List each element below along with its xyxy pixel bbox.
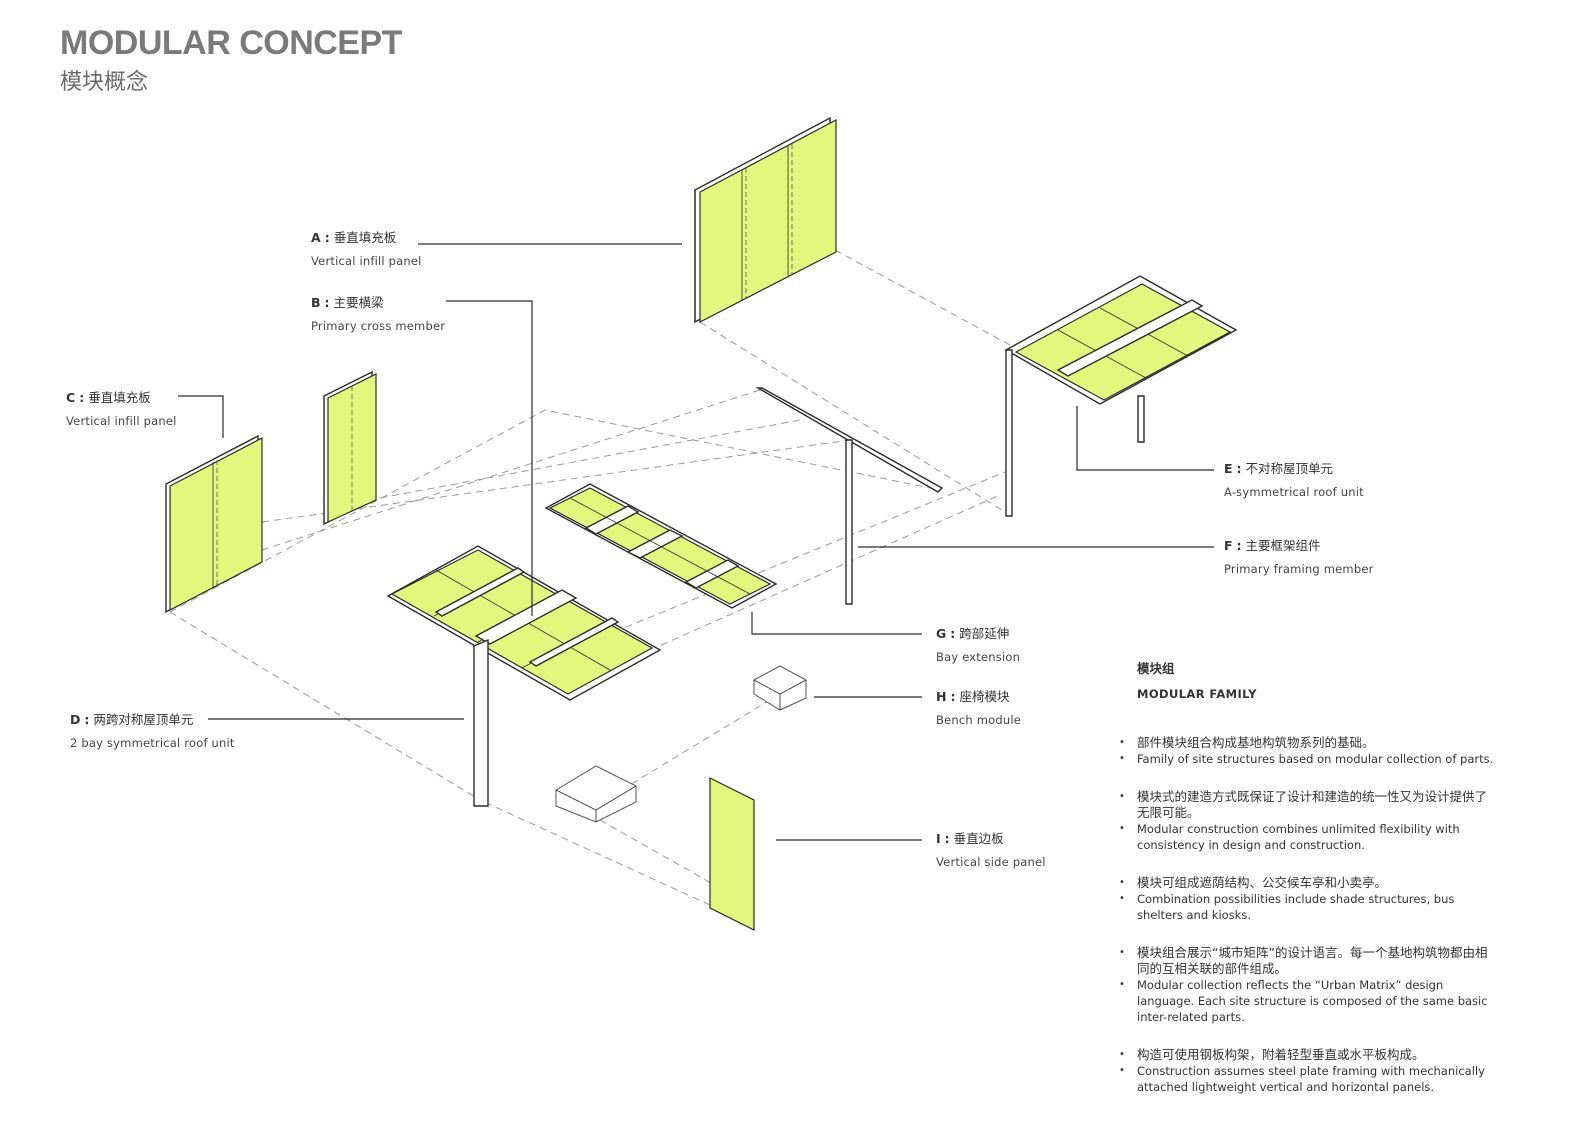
family-item-4-zh: 模块组合展示“城市矩阵”的设计语言。每一个基地构筑物都由相同的互相关联的部件组成… [1119,945,1497,977]
family-item-4: 模块组合展示“城市矩阵”的设计语言。每一个基地构筑物都由相同的互相关联的部件组成… [1119,945,1497,1025]
label-i: I:垂直边板 Vertical side panel [936,831,1046,869]
label-g: G:跨部延伸 Bay extension [936,626,1021,664]
family-heading-en: MODULAR FAMILY [1137,687,1257,701]
label-e-key: E [1224,461,1233,476]
module-i-vertical-side-panel [709,777,755,931]
label-d-en: 2 bay symmetrical roof unit [70,735,235,750]
family-item-5-en: Construction assumes steel plate framing… [1119,1063,1497,1095]
family-item-2-zh: 模块式的建造方式既保证了设计和建造的统一性又为设计提供了无限可能。 [1119,789,1497,821]
label-d: D:两跨对称屋顶单元 2 bay symmetrical roof unit [70,712,235,750]
label-c-zh: 垂直填充板 [88,390,151,405]
label-i-zh: 垂直边板 [953,831,1004,846]
label-h-zh: 座椅模块 [959,689,1010,704]
label-i-en: Vertical side panel [936,854,1046,869]
label-a-en: Vertical infill panel [311,253,422,268]
module-c-vertical-infill-panel [165,370,377,614]
label-e-en: A-symmetrical roof unit [1224,484,1364,499]
label-g-zh: 跨部延伸 [959,626,1010,641]
label-b-key: B [311,295,321,310]
label-f-en: Primary framing member [1224,561,1374,576]
family-item-2: 模块式的建造方式既保证了设计和建造的统一性又为设计提供了无限可能。 Modula… [1119,789,1497,853]
family-item-3-en: Combination possibilities include shade … [1119,891,1497,923]
family-item-4-en: Modular collection reflects the “Urban M… [1119,977,1497,1025]
label-a: A:垂直填充板 Vertical infill panel [311,230,422,268]
label-h-en: Bench module [936,712,1022,727]
family-item-1-en: Family of site structures based on modul… [1119,751,1497,767]
label-b: B:主要横梁 Primary cross member [311,295,446,333]
label-b-en: Primary cross member [311,318,446,333]
family-item-1-zh: 部件模块组合构成基地构筑物系列的基础。 [1119,735,1497,751]
module-e-asymmetrical-roof-unit [1004,275,1238,517]
label-d-zh: 两跨对称屋顶单元 [93,712,194,727]
family-item-3-zh: 模块可组成遮荫结构、公交候车亭和小卖亭。 [1119,875,1497,891]
label-e-zh: 不对称屋顶单元 [1245,461,1334,476]
label-f-key: F [1224,538,1233,553]
label-e: E:不对称屋顶单元 A-symmetrical roof unit [1224,461,1364,499]
module-a-vertical-infill-panel [694,116,837,324]
label-c: C:垂直填充板 Vertical infill panel [66,390,177,428]
label-c-key: C [66,390,76,405]
label-c-en: Vertical infill panel [66,413,177,428]
module-d-roof-unit [386,545,662,807]
label-g-en: Bay extension [936,649,1021,664]
label-i-key: I [936,831,941,846]
module-h-bench [555,665,807,823]
label-h-key: H [936,689,947,704]
family-item-5-zh: 构造可使用钢板构架，附着轻型垂直或水平板构成。 [1119,1047,1497,1063]
label-f-zh: 主要框架组件 [1245,538,1321,553]
label-d-key: D [70,712,81,727]
page-subtitle: 模块概念 [60,70,149,95]
family-item-5: 构造可使用钢板构架，附着轻型垂直或水平板构成。 Construction ass… [1119,1047,1497,1095]
family-item-3: 模块可组成遮荫结构、公交候车亭和小卖亭。 Combination possibi… [1119,875,1497,923]
label-f: F:主要框架组件 Primary framing member [1224,538,1374,576]
family-item-2-en: Modular construction combines unlimited … [1119,821,1497,853]
module-f-primary-framing-member [755,387,944,605]
label-a-zh: 垂直填充板 [333,230,397,245]
label-g-key: G [936,626,947,641]
module-g-bay-extension [544,483,778,609]
family-item-1: 部件模块组合构成基地构筑物系列的基础。 Family of site struc… [1119,735,1497,767]
modular-family-section: 模块组 MODULAR FAMILY 部件模块组合构成基地构筑物系列的基础。 F… [1119,658,1497,1095]
label-b-zh: 主要横梁 [333,295,384,310]
leader-lines [178,243,1214,841]
family-heading-zh: 模块组 [1137,661,1175,676]
label-h: H:座椅模块 Bench module [936,689,1022,727]
page-title: MODULAR CONCEPT [60,24,402,62]
label-a-key: A [311,230,321,245]
